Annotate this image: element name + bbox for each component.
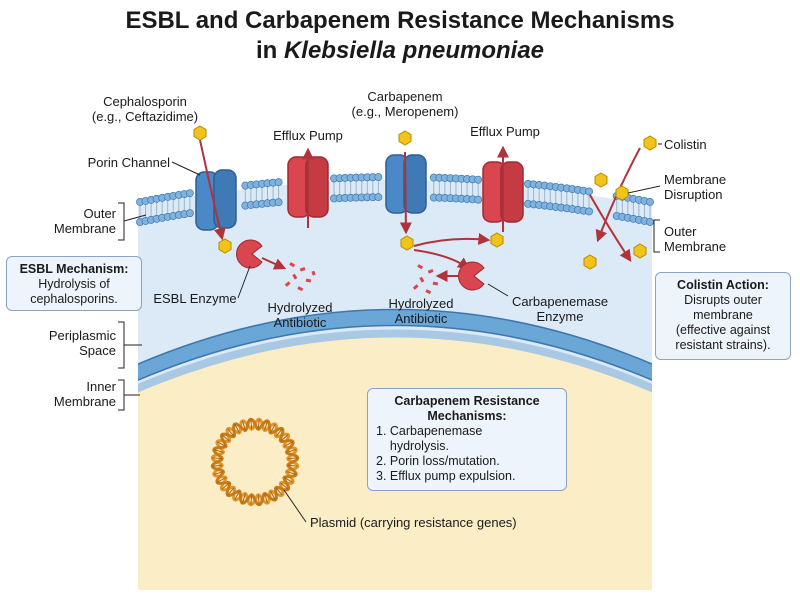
carbapenem-entry-arrow <box>399 151 412 235</box>
cephalosporin-molecule-1 <box>193 125 207 141</box>
esbl-enzyme-leader <box>237 265 251 299</box>
list-item: 1. Carbapenemase hydrolysis. <box>376 424 483 453</box>
esbl-enzyme <box>236 239 263 269</box>
porin-channel-label: Porin Channel <box>87 155 170 170</box>
carbapenem-box-heading-1: Carbapenem Resistance <box>394 394 540 408</box>
porin-leader-line <box>171 161 201 176</box>
carbapenem-molecule-2 <box>400 235 414 251</box>
carbapenem-steps-list: 1. Carbapenemase hydrolysis. 2. Porin lo… <box>376 424 558 484</box>
colistin-box-heading: Colistin Action: <box>677 278 769 292</box>
colistin-membrane-molecule-3 <box>583 254 597 270</box>
efflux-pump-label-1: Efflux Pump <box>273 128 343 143</box>
esbl-hydrolysis-arrow <box>261 257 287 270</box>
title-line-2-prefix: in <box>255 37 284 64</box>
hydrolyzed-fragments-1 <box>284 262 316 292</box>
cephalosporin-label: Cephalosporin(e.g., Ceftazidime) <box>91 94 199 124</box>
efflux-pump-label-2: Efflux Pump <box>470 124 540 139</box>
membrane-disruption-leader <box>627 185 661 194</box>
inner-membrane-bracket <box>118 379 140 411</box>
porin-channel-2 <box>385 154 427 214</box>
inner-membrane <box>138 309 652 381</box>
hydrolyzed-fragments-2 <box>412 264 439 295</box>
colistin-label: Colistin <box>664 137 707 152</box>
periplasmic-space-bracket <box>118 321 142 369</box>
carbapenem-molecule-1 <box>398 130 412 146</box>
list-item: 2. Porin loss/mutation. <box>376 454 500 468</box>
colistin-box-line-3: (effective against <box>675 323 771 337</box>
cephalosporin-molecule-2 <box>218 238 232 254</box>
outer-membrane-left-bracket <box>118 202 147 241</box>
carbapenemase-enzyme <box>458 261 485 291</box>
carbapenem-resistance-box: Carbapenem Resistance Mechanisms: 1. Car… <box>367 388 567 491</box>
plasmid-label: Plasmid (carrying resistance genes) <box>310 515 517 530</box>
esbl-box-line-1: Hydrolysis of <box>38 277 110 291</box>
title-line-1: ESBL and Carbapenem Resistance Mechanism… <box>125 7 675 34</box>
esbl-enzyme-label: ESBL Enzyme <box>153 291 237 306</box>
porin-channel-1 <box>195 169 237 231</box>
diagram-title: ESBL and Carbapenem Resistance Mechanism… <box>0 6 800 66</box>
efflux-pump-1 <box>287 156 329 218</box>
cephalosporin-entry-arrow <box>199 139 226 241</box>
esbl-box-line-2: cephalosporins. <box>30 292 118 306</box>
to-efflux-arrow <box>413 233 491 247</box>
outer-membrane-bilayer <box>136 173 654 226</box>
title-species: Klebsiella pneumoniae <box>283 37 545 64</box>
plasmid-leader <box>283 489 307 523</box>
carbapenem-molecule-3 <box>490 232 504 248</box>
colistin-membrane-molecule-2 <box>615 185 629 201</box>
colistin-box-line-1: Disrupts outer <box>684 293 762 307</box>
efflux-pump-2 <box>482 161 524 223</box>
colistin-membrane-molecule-4 <box>633 243 647 259</box>
colistin-molecule <box>643 135 657 151</box>
colistin-box-line-4: resistant strains). <box>675 338 771 352</box>
esbl-box-heading: ESBL Mechanism: <box>19 262 129 276</box>
carbapenem-label: Carbapenem(e.g., Meropenem) <box>351 89 459 119</box>
carbapenem-box-heading-2: Mechanisms: <box>427 409 507 423</box>
esbl-mechanism-box: ESBL Mechanism: Hydrolysis of cephalospo… <box>6 256 142 311</box>
list-item: 3. Efflux pump expulsion. <box>376 469 516 483</box>
outer-membrane-right-bracket <box>653 219 660 253</box>
colistin-membrane-molecule-1 <box>594 172 608 188</box>
colistin-arrow-2 <box>589 194 632 262</box>
colistin-box-line-2: membrane <box>693 308 753 322</box>
carbapenemase-leader <box>487 283 509 297</box>
plasmid <box>210 417 300 507</box>
colistin-action-box: Colistin Action: Disrupts outer membrane… <box>655 272 791 360</box>
